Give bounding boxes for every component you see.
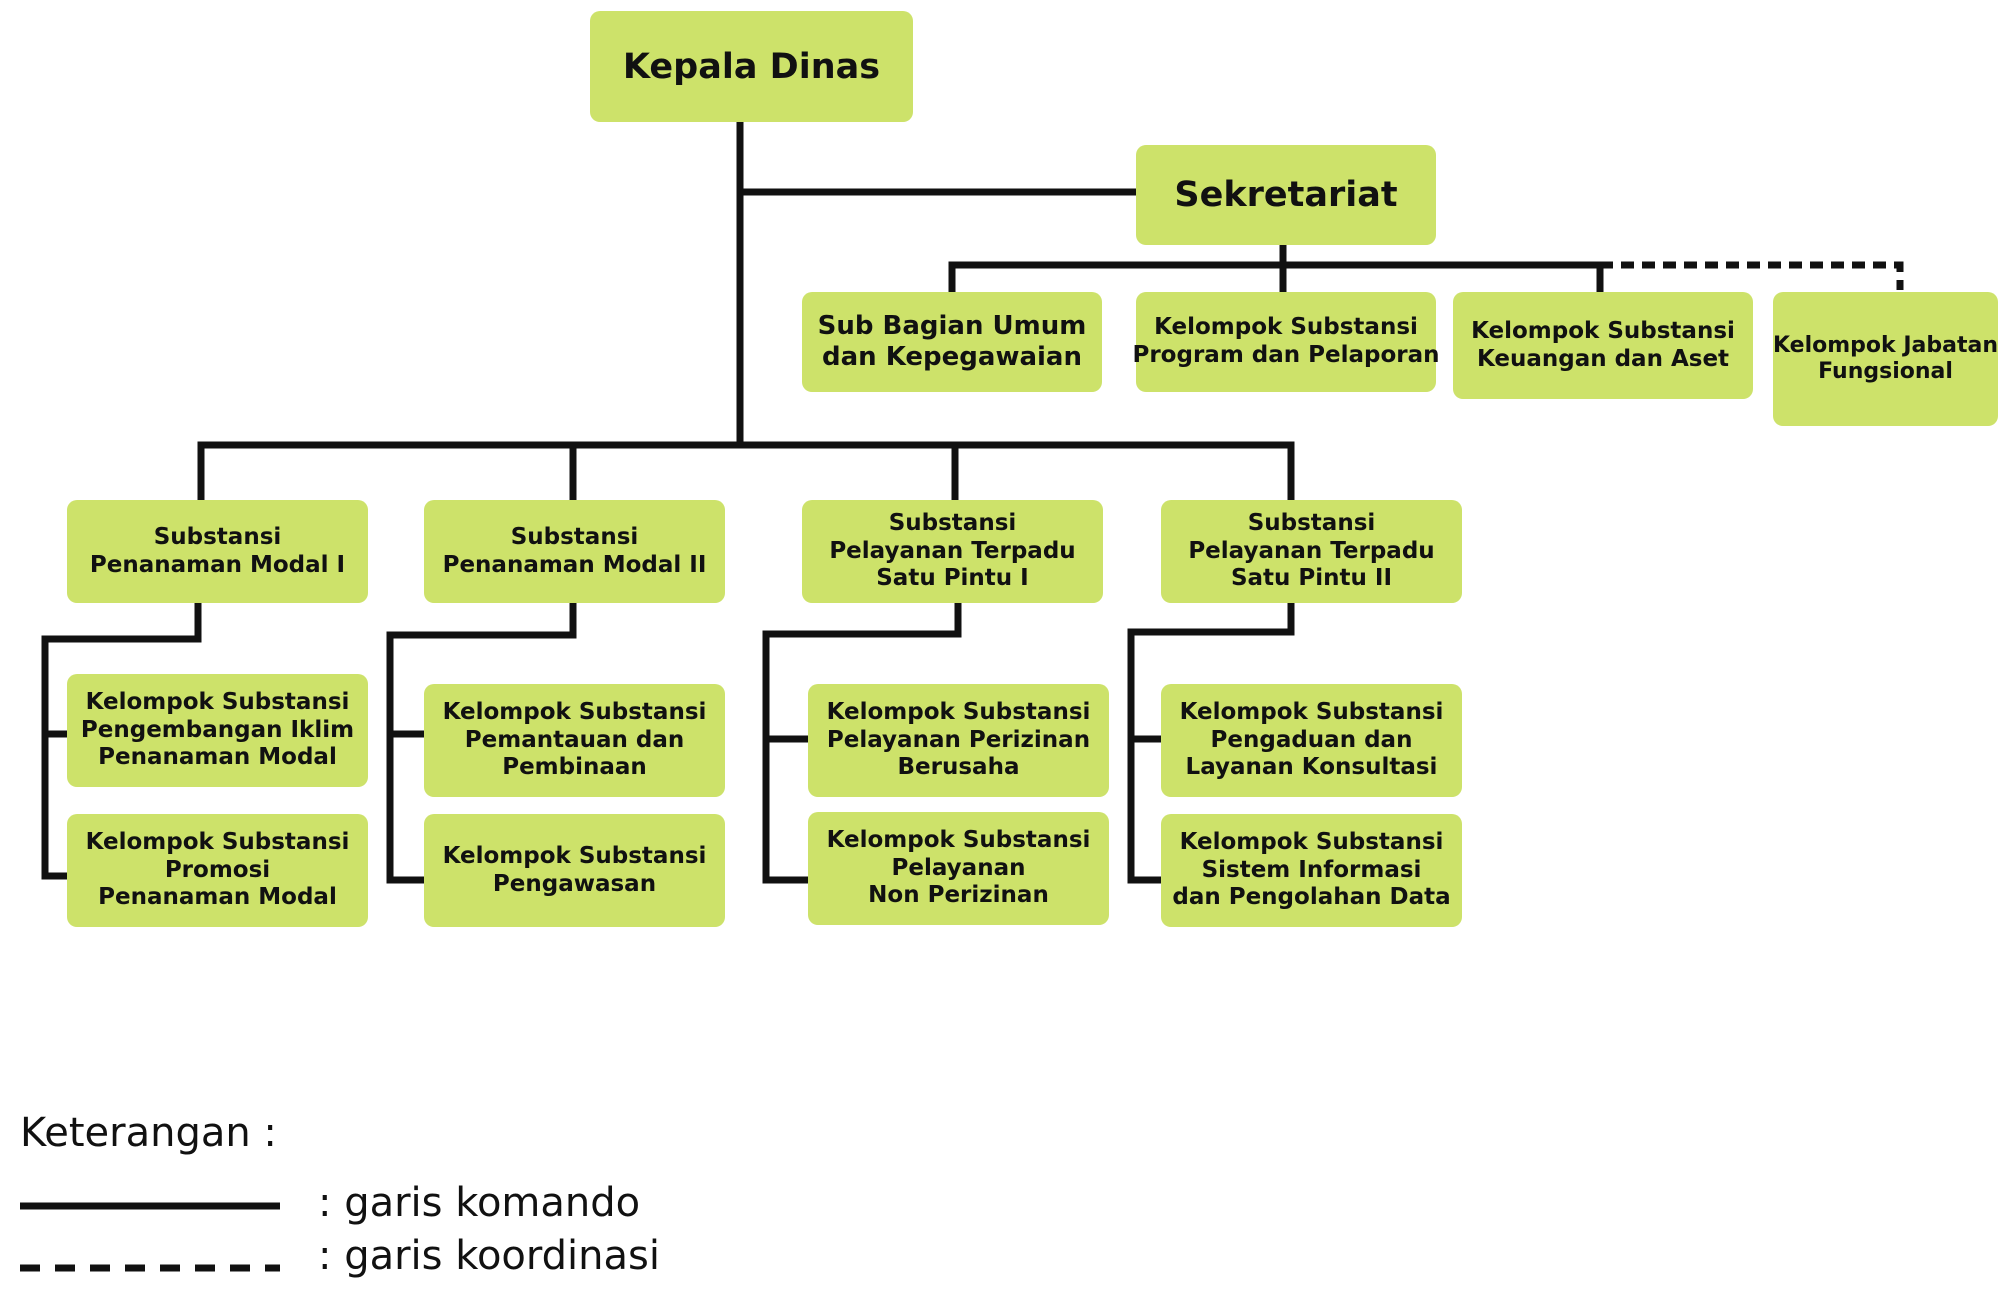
- node-label-line: Sub Bagian Umum: [817, 310, 1087, 341]
- node-label-line: Pemantauan dan: [464, 726, 685, 753]
- node-label-line: Kelompok Substansi: [442, 699, 707, 726]
- node-label-line: Layanan Konsultasi: [1185, 754, 1438, 781]
- node-label-line: Kelompok Substansi: [442, 842, 707, 869]
- node-label-line: Kelompok Substansi: [85, 829, 350, 856]
- node-label-line: Kepala Dinas: [622, 46, 881, 87]
- node-label-line: Kelompok Substansi: [85, 689, 350, 716]
- node-label-line: Pengaduan dan: [1210, 726, 1413, 753]
- legend-command-label: : garis komando: [318, 1180, 641, 1226]
- node-label-line: Kelompok Jabatan: [1773, 332, 1998, 358]
- node-label-line: Berusaha: [897, 754, 1020, 781]
- node-label-line: Substansi: [510, 523, 639, 550]
- node-label-line: Pengembangan Iklim: [80, 716, 355, 743]
- node-kepala-dinas: Kepala Dinas: [590, 11, 913, 122]
- coordination-line: [1600, 261, 1904, 290]
- node-sekretariat: Sekretariat: [1136, 145, 1436, 245]
- node-label-line: Sekretariat: [1174, 175, 1398, 215]
- node-label-line: Fungsional: [1818, 359, 1953, 384]
- command-line: [386, 600, 577, 884]
- node-label-line: Pelayanan Perizinan: [826, 726, 1091, 753]
- legend-title: Keterangan :: [20, 1110, 277, 1156]
- node-label-line: dan Pengolahan Data: [1172, 884, 1451, 911]
- node-label-line: Kelompok Substansi: [1179, 829, 1444, 856]
- node-label-line: Penanaman Modal I: [89, 551, 346, 578]
- node-label-line: Sistem Informasi: [1201, 856, 1422, 883]
- node-label-line: Substansi: [1247, 510, 1376, 537]
- command-line: [41, 600, 202, 880]
- node-label-line: Pengawasan: [492, 870, 657, 897]
- node-label-line: Kelompok Substansi: [826, 827, 1091, 854]
- node-label-line: dan Kepegawaian: [822, 342, 1082, 372]
- node-label-line: Kelompok Substansi: [1179, 699, 1444, 726]
- node-label-line: Satu Pintu I: [876, 565, 1029, 592]
- node-label-line: Pembinaan: [502, 754, 647, 781]
- node-label-line: Pelayanan Terpadu: [1188, 537, 1435, 564]
- node-label-line: Kelompok Substansi: [826, 699, 1091, 726]
- node-label-line: Kelompok Substansi: [1471, 317, 1735, 344]
- node-label-line: Pelayanan: [891, 854, 1026, 881]
- node-label-line: Promosi: [164, 856, 271, 883]
- node-label-line: Penanaman Modal: [98, 744, 337, 771]
- node-label-line: Substansi: [153, 523, 282, 550]
- command-line: [762, 600, 962, 884]
- node-label-line: Keuangan dan Aset: [1476, 345, 1730, 372]
- node-label-line: Non Perizinan: [868, 882, 1049, 909]
- node-label-line: Satu Pintu II: [1230, 565, 1393, 592]
- node-label-line: Pelayanan Terpadu: [829, 537, 1076, 564]
- legend-coordination-label: : garis koordinasi: [318, 1233, 660, 1279]
- node-label-line: Substansi: [888, 510, 1017, 537]
- node-label-line: Penanaman Modal II: [442, 551, 707, 578]
- node-label-line: Kelompok Substansi: [1154, 314, 1418, 341]
- node-label-line: Program dan Pelaporan: [1132, 342, 1440, 368]
- node-label-line: Penanaman Modal: [98, 884, 337, 911]
- command-line: [1127, 600, 1295, 884]
